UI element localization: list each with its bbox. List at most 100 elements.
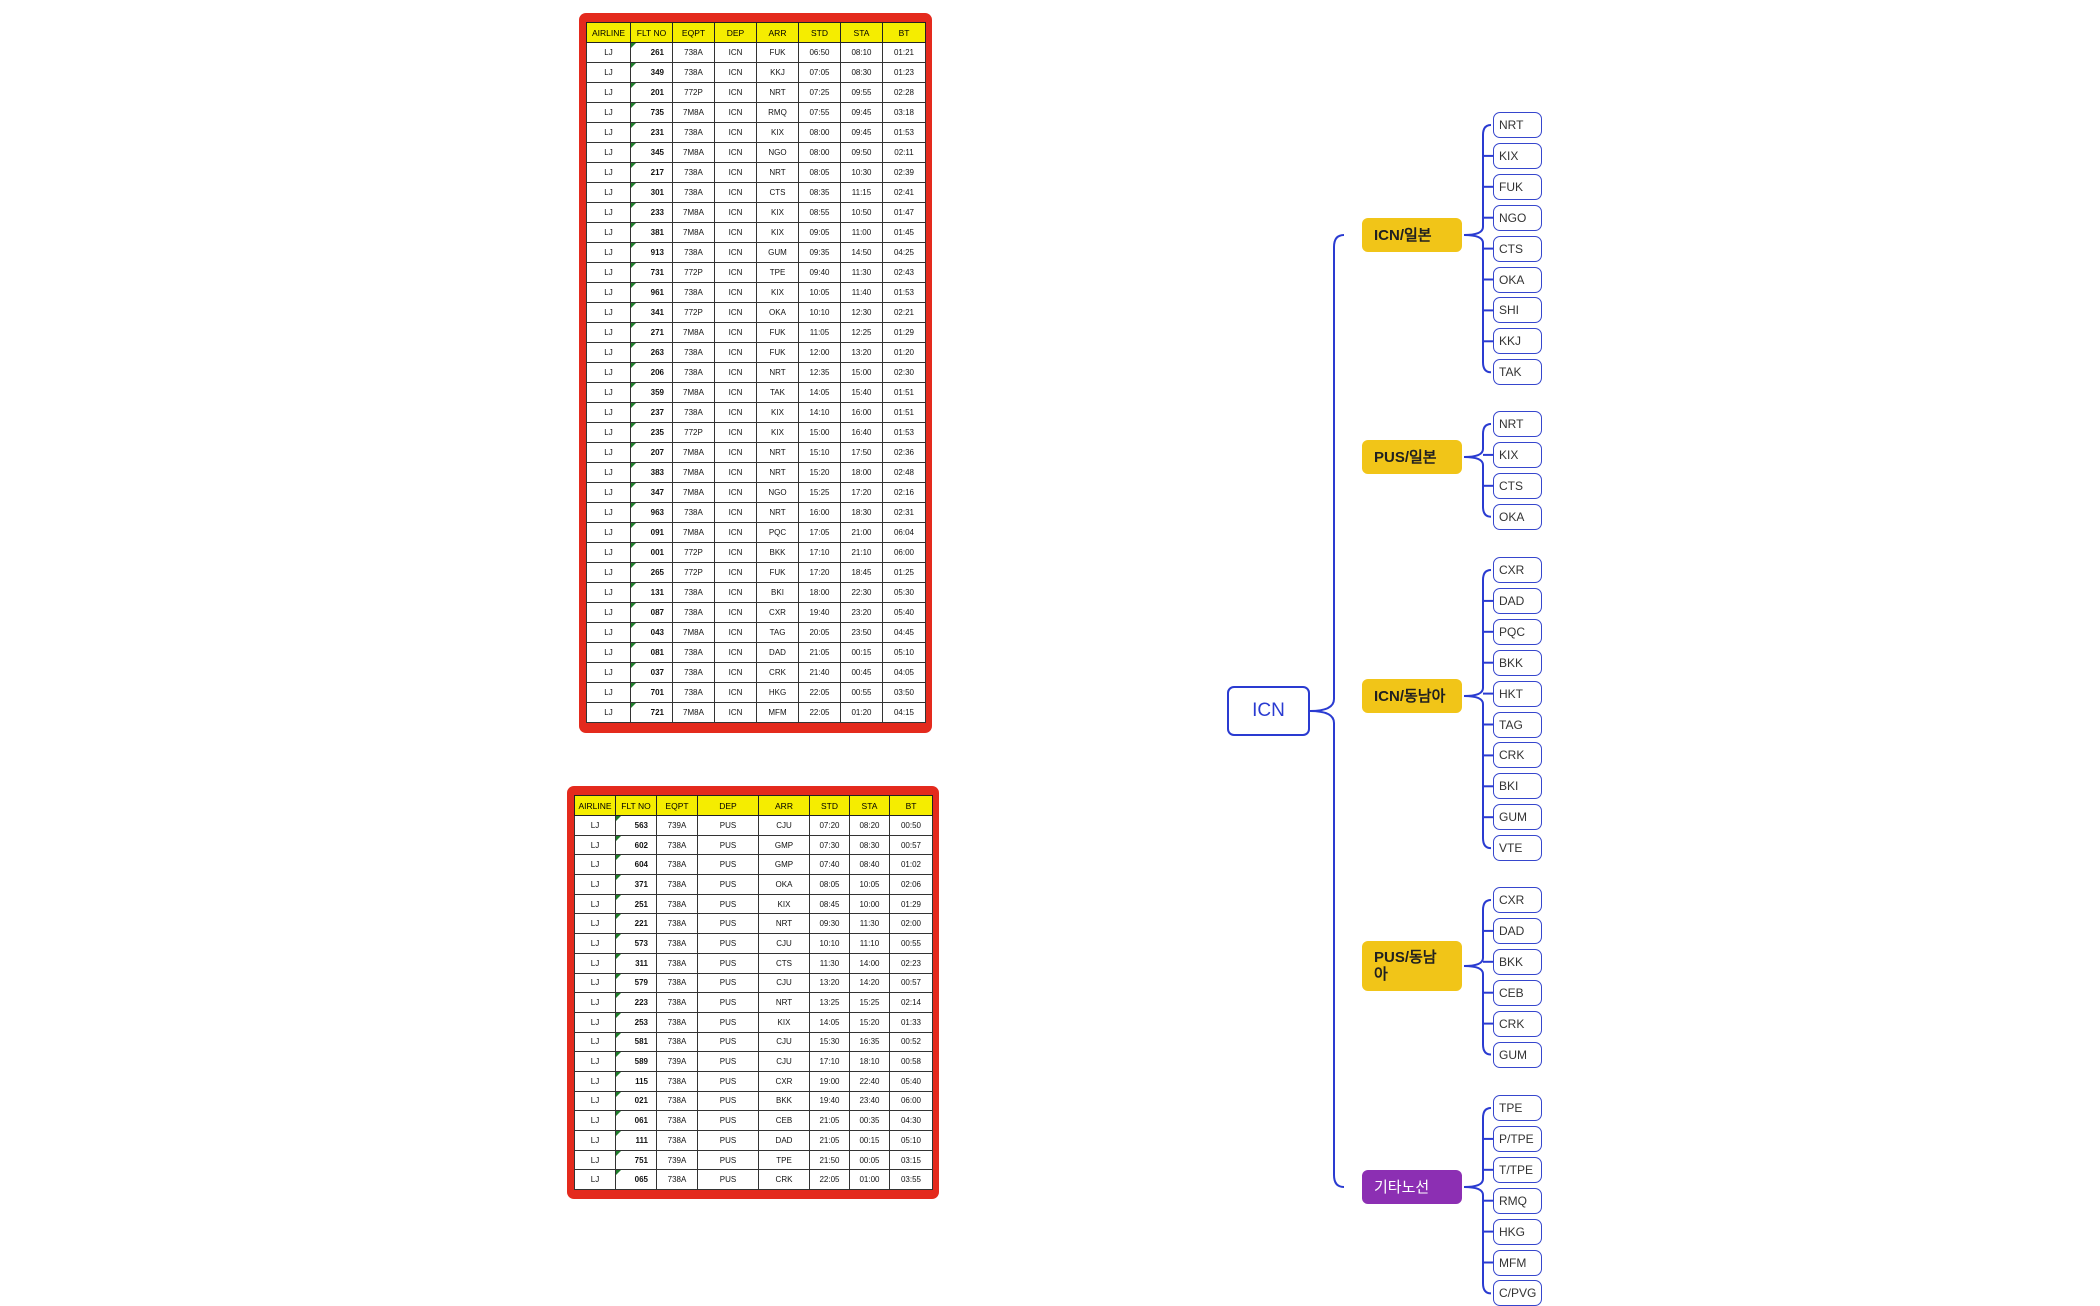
trunk-connector bbox=[1309, 234, 1345, 1188]
table-cell: 02:21 bbox=[882, 302, 926, 323]
column-header: DEP bbox=[714, 22, 757, 43]
leaf-node[interactable]: KIX bbox=[1493, 142, 1542, 169]
leaf-node[interactable]: CTS bbox=[1493, 472, 1542, 499]
leaf-node[interactable]: CEB bbox=[1493, 979, 1542, 1006]
table-cell: 251 bbox=[615, 893, 657, 915]
leaf-node[interactable]: DAD bbox=[1493, 917, 1542, 944]
column-header: EQPT bbox=[656, 795, 698, 816]
leaf-node[interactable]: NRT bbox=[1493, 112, 1542, 138]
column-header: ARR bbox=[758, 795, 810, 816]
leaf-node[interactable]: KIX bbox=[1493, 441, 1542, 468]
column-header: FLT NO bbox=[615, 795, 657, 816]
leaf-node[interactable]: RMQ bbox=[1493, 1187, 1542, 1214]
mindmap-root-node[interactable]: ICN bbox=[1227, 686, 1310, 736]
leaf-node[interactable]: PQC bbox=[1493, 618, 1542, 645]
leaf-node[interactable]: TPE bbox=[1493, 1095, 1542, 1121]
leaf-node[interactable]: FUK bbox=[1493, 173, 1542, 200]
table-cell: 04:15 bbox=[882, 702, 926, 723]
leaf-node[interactable]: GUM bbox=[1493, 1041, 1542, 1068]
leaf-node[interactable]: OKA bbox=[1493, 503, 1542, 530]
branch-connector bbox=[1463, 423, 1492, 518]
branch-node[interactable]: PUS/동남아 bbox=[1362, 941, 1462, 991]
leaf-node[interactable]: CXR bbox=[1493, 557, 1542, 583]
leaf-node[interactable]: GUM bbox=[1493, 804, 1542, 831]
leaf-node[interactable]: T/TPE bbox=[1493, 1156, 1542, 1183]
column-header: ARR bbox=[756, 22, 799, 43]
leaf-node[interactable]: DAD bbox=[1493, 587, 1542, 614]
table-cell: 01:00 bbox=[849, 1169, 890, 1191]
leaf-node[interactable]: MFM bbox=[1493, 1249, 1542, 1276]
leaf-node[interactable]: SHI bbox=[1493, 297, 1542, 324]
column-header: BT bbox=[889, 795, 933, 816]
leaf-node[interactable]: BKK bbox=[1493, 948, 1542, 975]
table-cell: CRK bbox=[758, 1169, 810, 1191]
table-cell: 345 bbox=[630, 142, 673, 163]
branch-node[interactable]: PUS/일본 bbox=[1362, 440, 1462, 474]
leaf-node[interactable]: NRT bbox=[1493, 411, 1542, 437]
leaf-node[interactable]: HKT bbox=[1493, 680, 1542, 707]
branch-node[interactable]: ICN/동남아 bbox=[1362, 679, 1462, 713]
leaf-node[interactable]: VTE bbox=[1493, 835, 1542, 862]
leaf-node[interactable]: CRK bbox=[1493, 1010, 1542, 1037]
leaf-node[interactable]: C/PVG bbox=[1493, 1280, 1542, 1306]
leaf-node[interactable]: BKI bbox=[1493, 773, 1542, 800]
branch-connector bbox=[1463, 569, 1492, 850]
leaf-node[interactable]: NGO bbox=[1493, 204, 1542, 231]
leaf-node[interactable]: CTS bbox=[1493, 235, 1542, 262]
table-cell: 03:50 bbox=[882, 682, 926, 703]
column-header: BT bbox=[882, 22, 926, 43]
leaf-node[interactable]: BKK bbox=[1493, 649, 1542, 676]
leaf-node[interactable]: KKJ bbox=[1493, 328, 1542, 355]
table-cell: 961 bbox=[630, 282, 673, 303]
leaf-node[interactable]: TAK bbox=[1493, 359, 1542, 386]
table-cell: 371 bbox=[615, 874, 657, 895]
table-cell: LJ bbox=[586, 702, 631, 723]
leaf-node[interactable]: CXR bbox=[1493, 887, 1542, 913]
column-header: STD bbox=[809, 795, 850, 816]
table-cell: 04:45 bbox=[882, 622, 926, 643]
branch-node[interactable]: ICN/일본 bbox=[1362, 218, 1462, 252]
column-header: STA bbox=[849, 795, 890, 816]
leaf-node[interactable]: OKA bbox=[1493, 266, 1542, 293]
leaf-node[interactable]: CRK bbox=[1493, 742, 1542, 769]
leaf-node[interactable]: HKG bbox=[1493, 1218, 1542, 1245]
column-header: AIRLINE bbox=[574, 795, 616, 816]
branch-node[interactable]: 기타노선 bbox=[1362, 1170, 1462, 1204]
leaf-node[interactable]: P/TPE bbox=[1493, 1125, 1542, 1152]
table-cell: 01:51 bbox=[882, 382, 926, 403]
leaf-node[interactable]: TAG bbox=[1493, 711, 1542, 738]
